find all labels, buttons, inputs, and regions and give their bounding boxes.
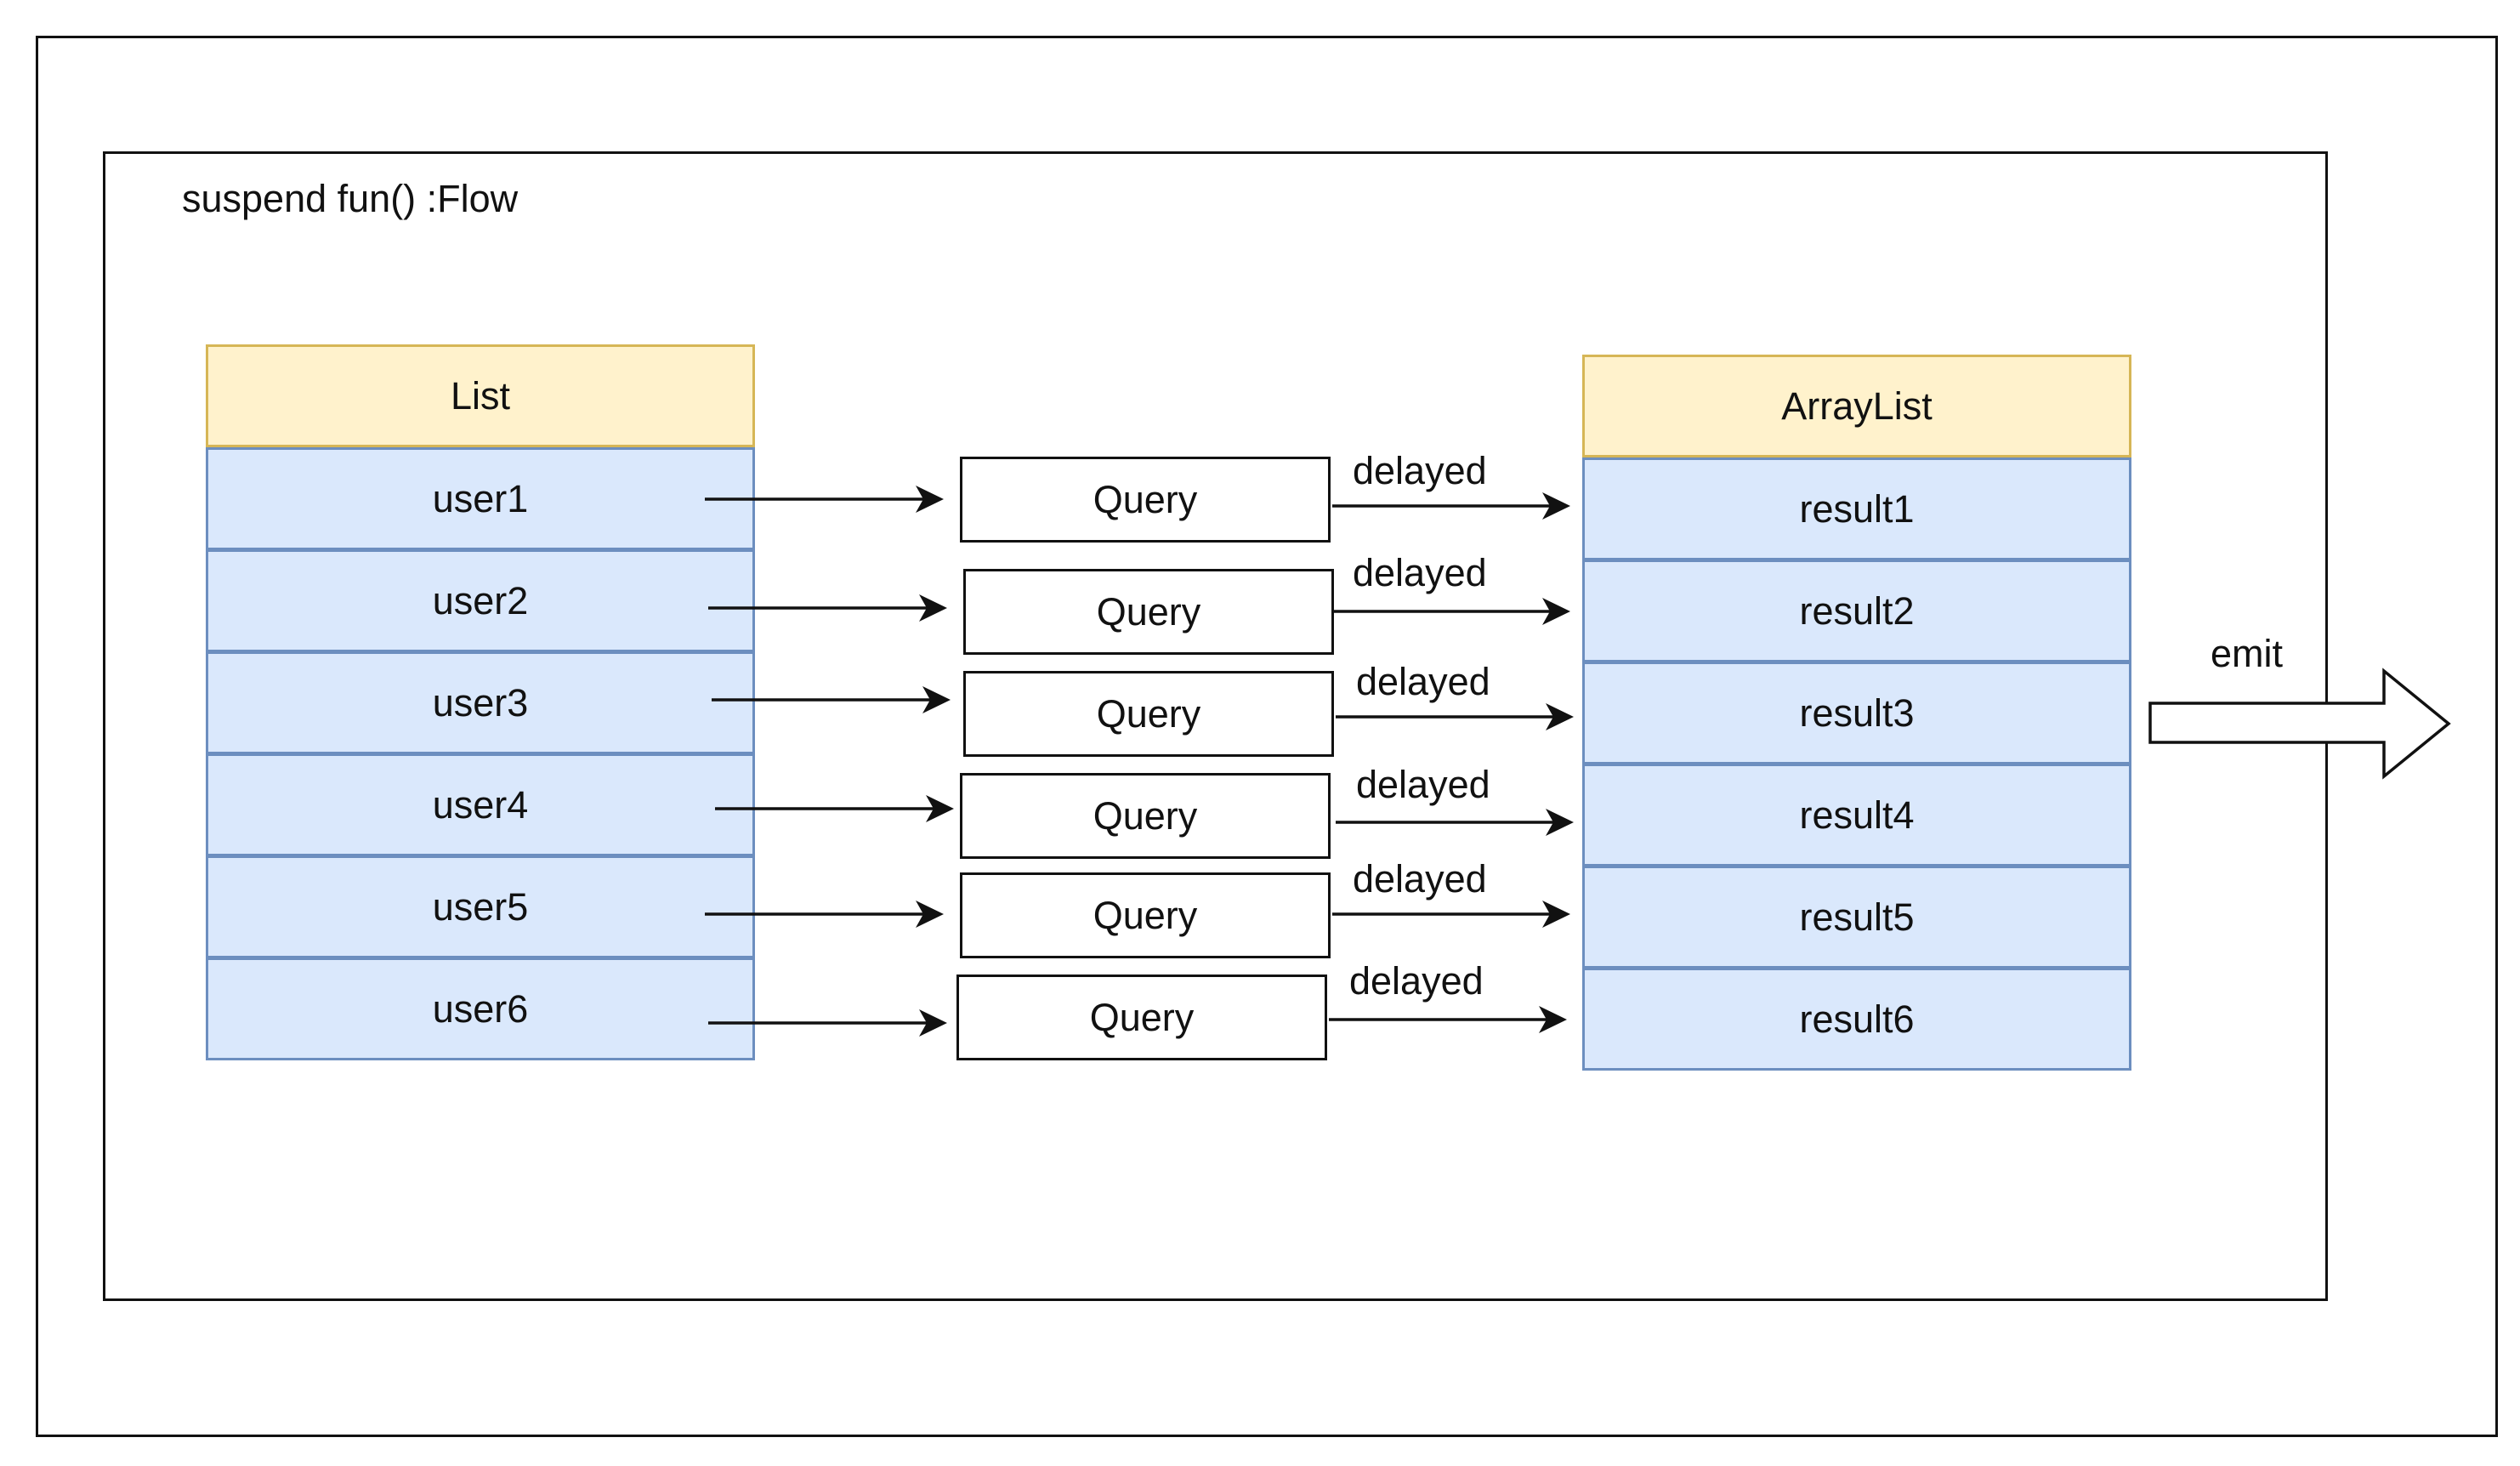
result-item: result1 (1582, 457, 2131, 560)
arrow-head (1546, 809, 1574, 836)
delayed-label: delayed (1356, 660, 1490, 703)
function-label: suspend fun() :Flow (182, 177, 519, 220)
arrow-head (1542, 598, 1570, 625)
list-header: List (206, 344, 755, 447)
list-item: user2 (206, 549, 755, 652)
result-item: result2 (1582, 560, 2131, 662)
delayed-label: delayed (1349, 959, 1484, 1003)
list-item: user6 (206, 957, 755, 1060)
arrow-head (916, 486, 944, 513)
arrow-head (922, 686, 951, 713)
arrow-head (916, 901, 944, 928)
list-item: user3 (206, 651, 755, 754)
list-item: user4 (206, 753, 755, 856)
arraylist-header: ArrayList (1582, 355, 2131, 457)
delayed-label: delayed (1356, 763, 1490, 806)
query-box: Query (956, 974, 1327, 1060)
query-box: Query (963, 569, 1334, 655)
emit-arrow (2148, 668, 2451, 780)
query-box: Query (960, 872, 1331, 958)
delayed-label: delayed (1353, 449, 1487, 492)
delayed-label: delayed (1353, 551, 1487, 594)
query-box: Query (960, 773, 1331, 859)
arrow-head (919, 1009, 947, 1037)
query-box: Query (960, 457, 1331, 543)
result-item: result4 (1582, 764, 2131, 867)
arrow-head (1542, 492, 1570, 520)
arrow-head (1542, 901, 1570, 928)
delayed-label: delayed (1353, 857, 1487, 901)
arrow-head (1546, 703, 1574, 730)
result-item: result5 (1582, 866, 2131, 969)
arrow-head (1539, 1006, 1567, 1033)
arrow-head (926, 795, 954, 822)
emit-label: emit (2211, 632, 2284, 675)
query-box: Query (963, 671, 1334, 757)
outer-frame (36, 36, 2498, 1437)
list-item: user5 (206, 855, 755, 958)
list-item: user1 (206, 447, 755, 550)
result-item: result3 (1582, 662, 2131, 764)
arrow-head (919, 594, 947, 622)
result-item: result6 (1582, 968, 2131, 1071)
